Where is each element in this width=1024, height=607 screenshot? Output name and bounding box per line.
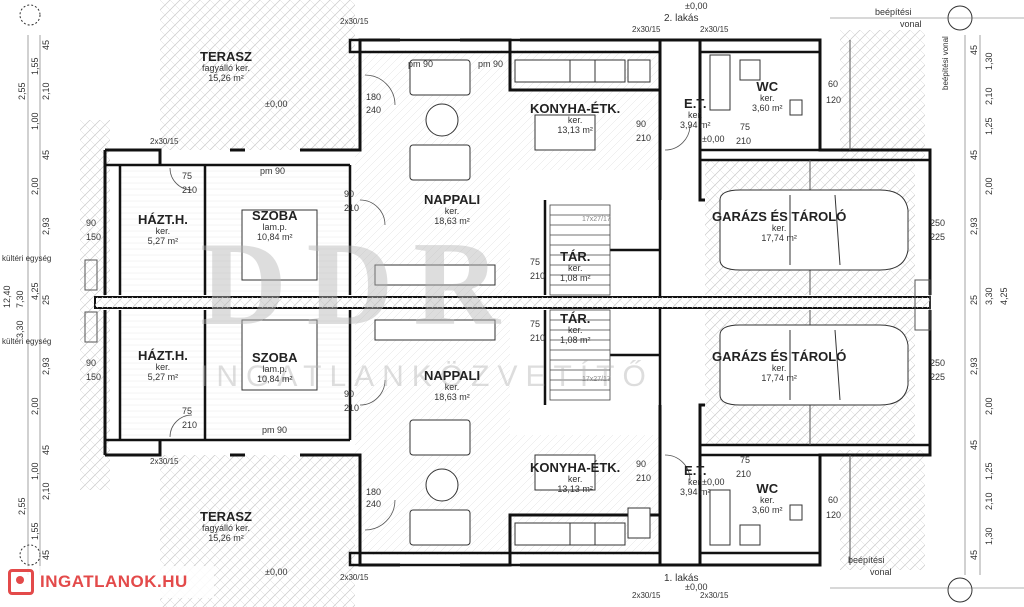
room-szoba-top: SZOBA lam.p. 10,84 m² [252, 208, 298, 243]
dim-210-h: 210 [530, 333, 546, 343]
watermark-text: DDR [200, 217, 520, 350]
unit-label-upper: 2. lakás [664, 13, 699, 24]
dim-60-m: 60 [828, 79, 839, 89]
ingatlanok-logo-icon [8, 569, 34, 595]
building-line-bottom-2: vonal [870, 567, 892, 577]
room-terasz-bottom: TERASZ fagyálló ker. 15,26 m² [200, 509, 252, 544]
room-tar-bottom: TÁR. ker. 1,08 m² [560, 311, 591, 346]
level-mark-bottom: ±0,00 [685, 582, 708, 592]
dim-150-e: 150 [86, 232, 102, 242]
room-garazs-bottom: GARÁZS ÉS TÁROLÓ ker. 17,74 m² [712, 349, 847, 384]
dim-225-o: 225 [930, 232, 946, 242]
room-et-top: E.T. ker. 3,94 m² [680, 96, 711, 131]
room-et-bottom: E.T. ker. 3,94 m² [680, 463, 711, 498]
dim-90-d: 90 [344, 389, 355, 399]
stair-label-bottom: 17x27/17 [582, 376, 611, 383]
dim-75-a: 75 [182, 171, 193, 181]
dim-pm90-bottom: pm 90 [262, 425, 288, 435]
dim-120-m: 120 [826, 95, 842, 105]
dim-90-c: 90 [344, 189, 355, 199]
lintel-label-2: 2x30/15 [632, 25, 661, 34]
outdoor-unit-top: kültéri egység [2, 254, 52, 263]
dim-210-a: 210 [182, 185, 198, 195]
dim-90-i: 90 [636, 119, 647, 129]
lintel-label-5: 2x30/15 [150, 457, 179, 466]
stair-label-top: 17x27/17 [582, 216, 611, 223]
dim-210-k: 210 [736, 136, 752, 146]
room-wc-bottom: WC ker. 3,60 m² [752, 481, 783, 516]
outdoor-unit-bottom: kültéri egység [2, 337, 52, 346]
building-line-bottom-1: beépítési [848, 555, 885, 565]
dim-75-l: 75 [740, 455, 751, 465]
unit-label-lower: 1. lakás [664, 573, 699, 584]
level-mark-et-bottom: ±0,00 [702, 477, 725, 487]
dim-210-l: 210 [736, 469, 752, 479]
dim-225-p: 225 [930, 372, 946, 382]
dim-210-i: 210 [636, 133, 652, 143]
watermark-subtext: INGATLANKÖZVETÍTŐ [200, 360, 654, 393]
dim-250-p: 250 [930, 358, 946, 368]
room-konyha-top: KONYHA-ÉTK. ker. 13,13 m² [530, 101, 621, 136]
room-terasz-top: TERASZ fagyálló ker. 15,26 m² [200, 49, 252, 84]
dim-pm90-living-top-2: pm 90 [478, 59, 504, 69]
room-nappali-bottom: NAPPALI ker. 18,63 m² [424, 368, 481, 403]
dim-180-top: 180 [366, 92, 382, 102]
ingatlanok-logo-text: INGATLANOK.HU [40, 572, 188, 591]
room-hazt-top: HÁZT.H. ker. 5,27 m² [138, 212, 188, 247]
level-mark-top: ±0,00 [685, 1, 708, 11]
ingatlanok-logo[interactable]: INGATLANOK.HU [4, 566, 214, 598]
dim-150-f: 150 [86, 372, 102, 382]
room-garazs-top: GARÁZS ÉS TÁROLÓ ker. 17,74 m² [712, 209, 847, 244]
lintel-label-6: 2x30/15 [340, 573, 369, 582]
lintel-label-8: 2x30/15 [700, 591, 729, 600]
dim-75-g: 75 [530, 257, 541, 267]
lintel-label-1: 2x30/15 [340, 17, 369, 26]
dim-90-j: 90 [636, 459, 647, 469]
lintel-label-7: 2x30/15 [632, 591, 661, 600]
dim-180-bottom: 180 [366, 487, 382, 497]
building-line-side: beépítési vonal [941, 36, 950, 90]
dim-120-n: 120 [826, 510, 842, 520]
building-line-top-2: vonal [900, 19, 922, 29]
dim-75-k: 75 [740, 122, 751, 132]
level-mark-terrace-bottom: ±0,00 [265, 567, 288, 577]
dim-90-e: 90 [86, 218, 97, 228]
dim-210-b: 210 [182, 420, 198, 430]
dim-pm90-living-top-1: pm 90 [408, 59, 434, 69]
lintel-label-4: 2x30/15 [150, 137, 179, 146]
room-nappali-top: NAPPALI ker. 18,63 m² [424, 192, 481, 227]
dim-210-c: 210 [344, 203, 360, 213]
dim-pm90-top: pm 90 [260, 166, 286, 176]
dim-240-bottom: 240 [366, 499, 382, 509]
dim-60-n: 60 [828, 495, 839, 505]
dim-240-top: 240 [366, 105, 382, 115]
room-szoba-bottom: SZOBA lam.p. 10,84 m² [252, 350, 298, 385]
building-line-top-1: beépítési [875, 7, 912, 17]
dim-250-o: 250 [930, 218, 946, 228]
room-konyha-bottom: KONYHA-ÉTK. ker. 13,13 m² [530, 460, 621, 495]
dim-75-b: 75 [182, 406, 193, 416]
dim-210-d: 210 [344, 403, 360, 413]
room-wc-top: WC ker. 3,60 m² [752, 79, 783, 114]
room-tar-top: TÁR. ker. 1,08 m² [560, 249, 591, 284]
level-mark-et-top: ±0,00 [702, 134, 725, 144]
dim-210-g: 210 [530, 271, 546, 281]
dim-90-f: 90 [86, 358, 97, 368]
level-mark-terrace-top: ±0,00 [265, 99, 288, 109]
dim-75-h: 75 [530, 319, 541, 329]
lintel-label-3: 2x30/15 [700, 25, 729, 34]
dim-210-j: 210 [636, 473, 652, 483]
room-hazt-bottom: HÁZT.H. ker. 5,27 m² [138, 348, 188, 383]
